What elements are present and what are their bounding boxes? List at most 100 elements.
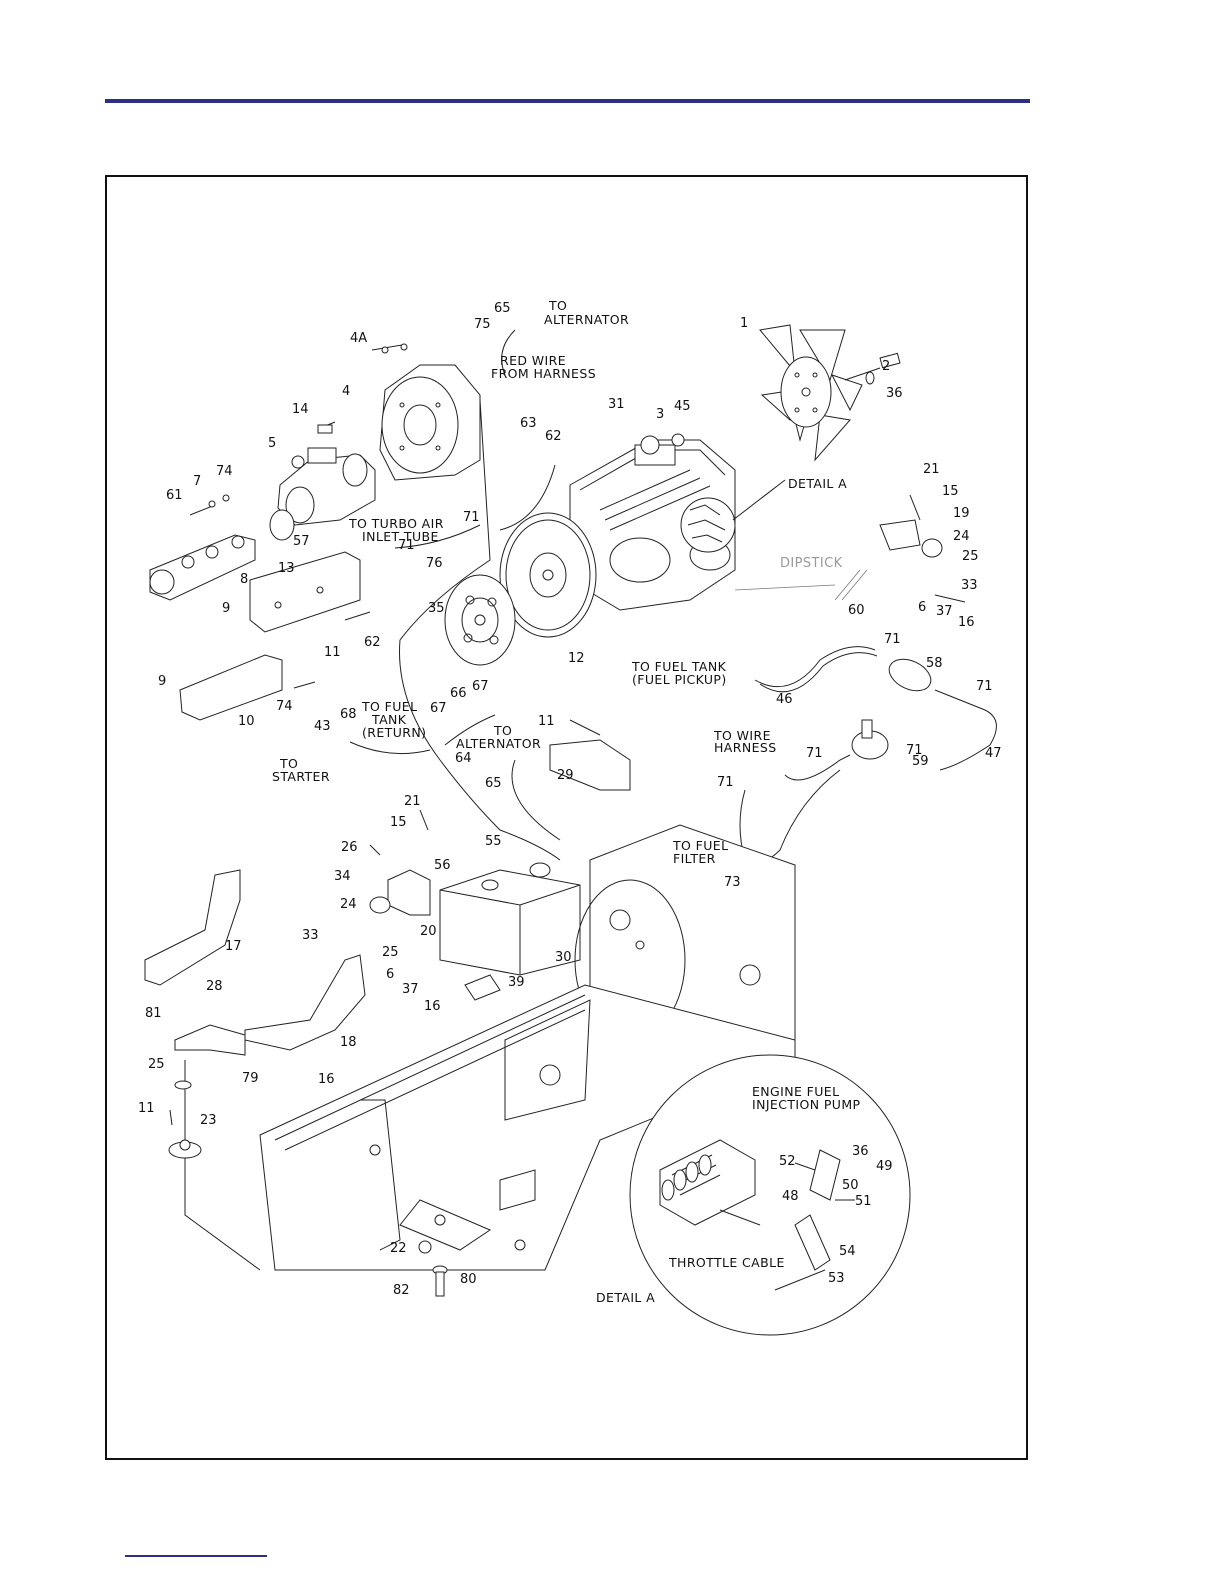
callout-4: 4 xyxy=(342,384,350,399)
callout-66: 66 xyxy=(450,686,467,701)
callout-21a: 21 xyxy=(923,462,940,477)
callout-18: 18 xyxy=(340,1035,357,1050)
callout-51: 51 xyxy=(855,1194,872,1209)
turbo-line1: TO TURBO AIR xyxy=(348,516,444,531)
to-alternator-2-line1: TO xyxy=(493,723,512,738)
callout-11c: 11 xyxy=(138,1101,155,1116)
callout-numbers: 1 2 3 4 4A 5 6 6 7 8 9 9 10 11 11 11 12 … xyxy=(138,301,1002,1298)
callout-76: 76 xyxy=(426,556,443,571)
bell-housing xyxy=(371,343,481,481)
callout-47: 47 xyxy=(985,746,1002,761)
wire-harness-line2: HARNESS xyxy=(714,740,777,755)
fuel-return-line3: (RETURN) xyxy=(362,725,426,740)
callout-57: 57 xyxy=(293,534,310,549)
gear-pump xyxy=(149,494,256,601)
to-starter-line2: STARTER xyxy=(272,769,330,784)
mount-23 xyxy=(168,1080,202,1159)
callout-58: 58 xyxy=(926,656,943,671)
callout-4a: 4A xyxy=(350,331,367,346)
callout-35: 35 xyxy=(428,601,445,616)
callout-54: 54 xyxy=(839,1244,856,1259)
callout-13: 13 xyxy=(278,561,295,576)
detail-a-caption: DETAIL A xyxy=(596,1290,655,1305)
detail-a-pointer-label: DETAIL A xyxy=(788,476,847,491)
annotations: TO ALTERNATOR RED WIRE FROM HARNESS DETA… xyxy=(272,298,860,1305)
to-starter-line1: TO xyxy=(279,756,298,771)
callout-65a: 65 xyxy=(494,301,511,316)
callout-11b: 11 xyxy=(538,714,555,729)
callout-10: 10 xyxy=(238,714,255,729)
callout-71g: 71 xyxy=(717,775,734,790)
callout-37b: 37 xyxy=(402,982,419,997)
callout-43: 43 xyxy=(314,719,331,734)
bracket-29 xyxy=(549,719,631,791)
callout-49: 49 xyxy=(876,1159,893,1174)
callout-65b: 65 xyxy=(485,776,502,791)
callout-17: 17 xyxy=(225,939,242,954)
callout-16b: 16 xyxy=(424,999,441,1014)
callout-71a: 71 xyxy=(463,510,480,525)
callout-33b: 33 xyxy=(302,928,319,943)
callout-46: 46 xyxy=(776,692,793,707)
callout-31: 31 xyxy=(608,397,625,412)
callout-5: 5 xyxy=(268,436,276,451)
callout-71f: 71 xyxy=(906,743,923,758)
callout-25c: 25 xyxy=(148,1057,165,1072)
red-wire-line2: FROM HARNESS xyxy=(491,366,596,381)
callout-53: 53 xyxy=(828,1271,845,1286)
callout-68: 68 xyxy=(340,707,357,722)
callout-2: 2 xyxy=(882,359,890,374)
callout-23: 23 xyxy=(200,1113,217,1128)
callout-55: 55 xyxy=(485,834,502,849)
callout-24a: 24 xyxy=(953,529,970,544)
callout-15a: 15 xyxy=(942,484,959,499)
callout-14: 14 xyxy=(292,402,309,417)
callout-3: 3 xyxy=(656,407,664,422)
callout-71b: 71 xyxy=(398,538,415,553)
red-wire-line1: RED WIRE xyxy=(500,353,566,368)
callout-37a: 37 xyxy=(936,604,953,619)
callout-79: 79 xyxy=(242,1071,259,1086)
figure-frame xyxy=(105,175,1028,1460)
engine-assembly xyxy=(499,433,786,638)
callout-59: 59 xyxy=(912,754,929,769)
callout-19: 19 xyxy=(953,506,970,521)
callout-82: 82 xyxy=(393,1283,410,1298)
to-alternator-1-line1: TO xyxy=(548,298,567,313)
chassis-frame xyxy=(259,984,796,1271)
callout-62a: 62 xyxy=(545,429,562,444)
callout-81: 81 xyxy=(145,1006,162,1021)
engine-mount-20 xyxy=(369,809,431,916)
callout-63: 63 xyxy=(520,416,537,431)
brackets-17-18-79 xyxy=(144,869,366,1271)
fan-assembly xyxy=(759,324,901,462)
injection-pump-line1: ENGINE FUEL xyxy=(752,1084,839,1099)
callout-16c: 16 xyxy=(318,1072,335,1087)
callout-30: 30 xyxy=(555,950,572,965)
callout-21b: 21 xyxy=(404,794,421,809)
callout-52: 52 xyxy=(779,1154,796,1169)
fuel-hoses xyxy=(394,524,997,864)
fuel-pickup-line1: TO FUEL TANK xyxy=(631,659,727,674)
callout-80: 80 xyxy=(460,1272,477,1287)
callout-74a: 74 xyxy=(216,464,233,479)
callout-75: 75 xyxy=(474,317,491,332)
callout-28: 28 xyxy=(206,979,223,994)
callout-22: 22 xyxy=(390,1241,407,1256)
callout-61: 61 xyxy=(166,488,183,503)
hydraulic-pump xyxy=(269,421,376,541)
callout-20: 20 xyxy=(420,924,437,939)
wires xyxy=(349,329,561,861)
detail-a-circle xyxy=(629,1054,911,1336)
callout-6a: 6 xyxy=(918,600,926,615)
callout-67a: 67 xyxy=(472,679,489,694)
fuel-return-line1: TO FUEL xyxy=(361,699,417,714)
callout-6b: 6 xyxy=(386,967,394,982)
callout-33a: 33 xyxy=(961,578,978,593)
fuel-pickup-line2: (FUEL PICKUP) xyxy=(632,672,727,687)
dipstick xyxy=(734,569,868,601)
callout-71e: 71 xyxy=(806,746,823,761)
callout-1: 1 xyxy=(740,316,748,331)
callout-39: 39 xyxy=(508,975,525,990)
